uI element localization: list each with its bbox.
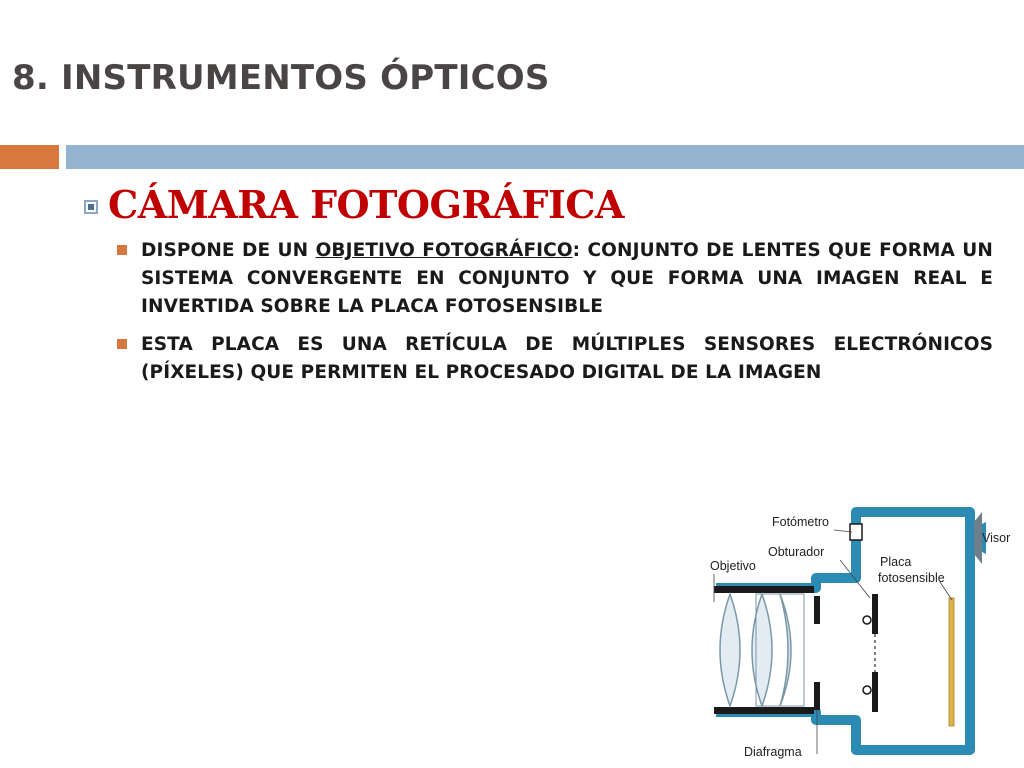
diaphragm-top — [814, 596, 820, 624]
lens-barrel-bottom — [714, 707, 814, 714]
diaphragm-bottom — [814, 682, 820, 710]
camera-diagram: Fotómetro Visor Obturador Objetivo Placa… — [700, 502, 1024, 768]
bullet-item: ESTA PLACA ES UNA RETÍCULA DE MÚLTIPLES … — [117, 331, 993, 387]
shutter-roller-top — [862, 615, 872, 625]
shutter-top — [872, 594, 878, 634]
bullet-text-start: DISPONE DE UN — [141, 240, 316, 261]
bullet-text-rest: : CONJUNTO DE LENTES QUE FORMA UN SISTEM… — [141, 240, 994, 317]
bullet-item: DISPONE DE UN OBJETIVO FOTOGRÁFICO: CONJ… — [117, 237, 993, 321]
lens-barrel-top — [714, 586, 814, 593]
viewfinder-eyepiece — [974, 512, 982, 564]
underlined-term: OBJETIVO FOTOGRÁFICO — [315, 240, 573, 261]
photosensitive-plate — [948, 597, 955, 727]
lens-mount — [755, 593, 805, 707]
lens-front — [719, 591, 741, 709]
square-bullet-icon — [84, 199, 98, 214]
shutter-bottom — [872, 672, 878, 712]
section-heading-text: CÁMARA FOTOGRÁFICA — [108, 182, 625, 227]
lens-rear-1 — [751, 591, 773, 709]
title-divider-accent — [0, 145, 59, 169]
title-divider-bar — [66, 145, 1024, 169]
bullet-list: DISPONE DE UN OBJETIVO FOTOGRÁFICO: CONJ… — [117, 237, 993, 397]
label-diafragma: Diafragma — [744, 745, 802, 759]
section-heading: CÁMARA FOTOGRÁFICA — [84, 182, 625, 227]
bullet-text: DISPONE DE UN OBJETIVO FOTOGRÁFICO: CONJ… — [141, 237, 993, 321]
obturador-leader — [839, 559, 871, 599]
camera-diagram-svg: Fotómetro Visor Obturador Objetivo Placa… — [710, 507, 1010, 759]
bullet-text: ESTA PLACA ES UNA RETÍCULA DE MÚLTIPLES … — [141, 334, 993, 383]
camera-body-outline — [716, 507, 975, 755]
lens-rear-2 — [779, 593, 792, 707]
slide-title: 8. INSTRUMENTOS ÓPTICOS — [12, 58, 550, 98]
label-placa-line2: fotosensible — [878, 571, 945, 585]
label-obturador: Obturador — [768, 545, 824, 559]
label-placa-line1: Placa — [880, 555, 911, 569]
label-fotometro: Fotómetro — [772, 515, 829, 529]
label-objetivo: Objetivo — [710, 559, 756, 573]
placa-leader — [939, 581, 953, 601]
fotometro-leader — [833, 529, 853, 533]
shutter-roller-bottom — [862, 685, 872, 695]
label-visor: Visor — [982, 531, 1010, 545]
